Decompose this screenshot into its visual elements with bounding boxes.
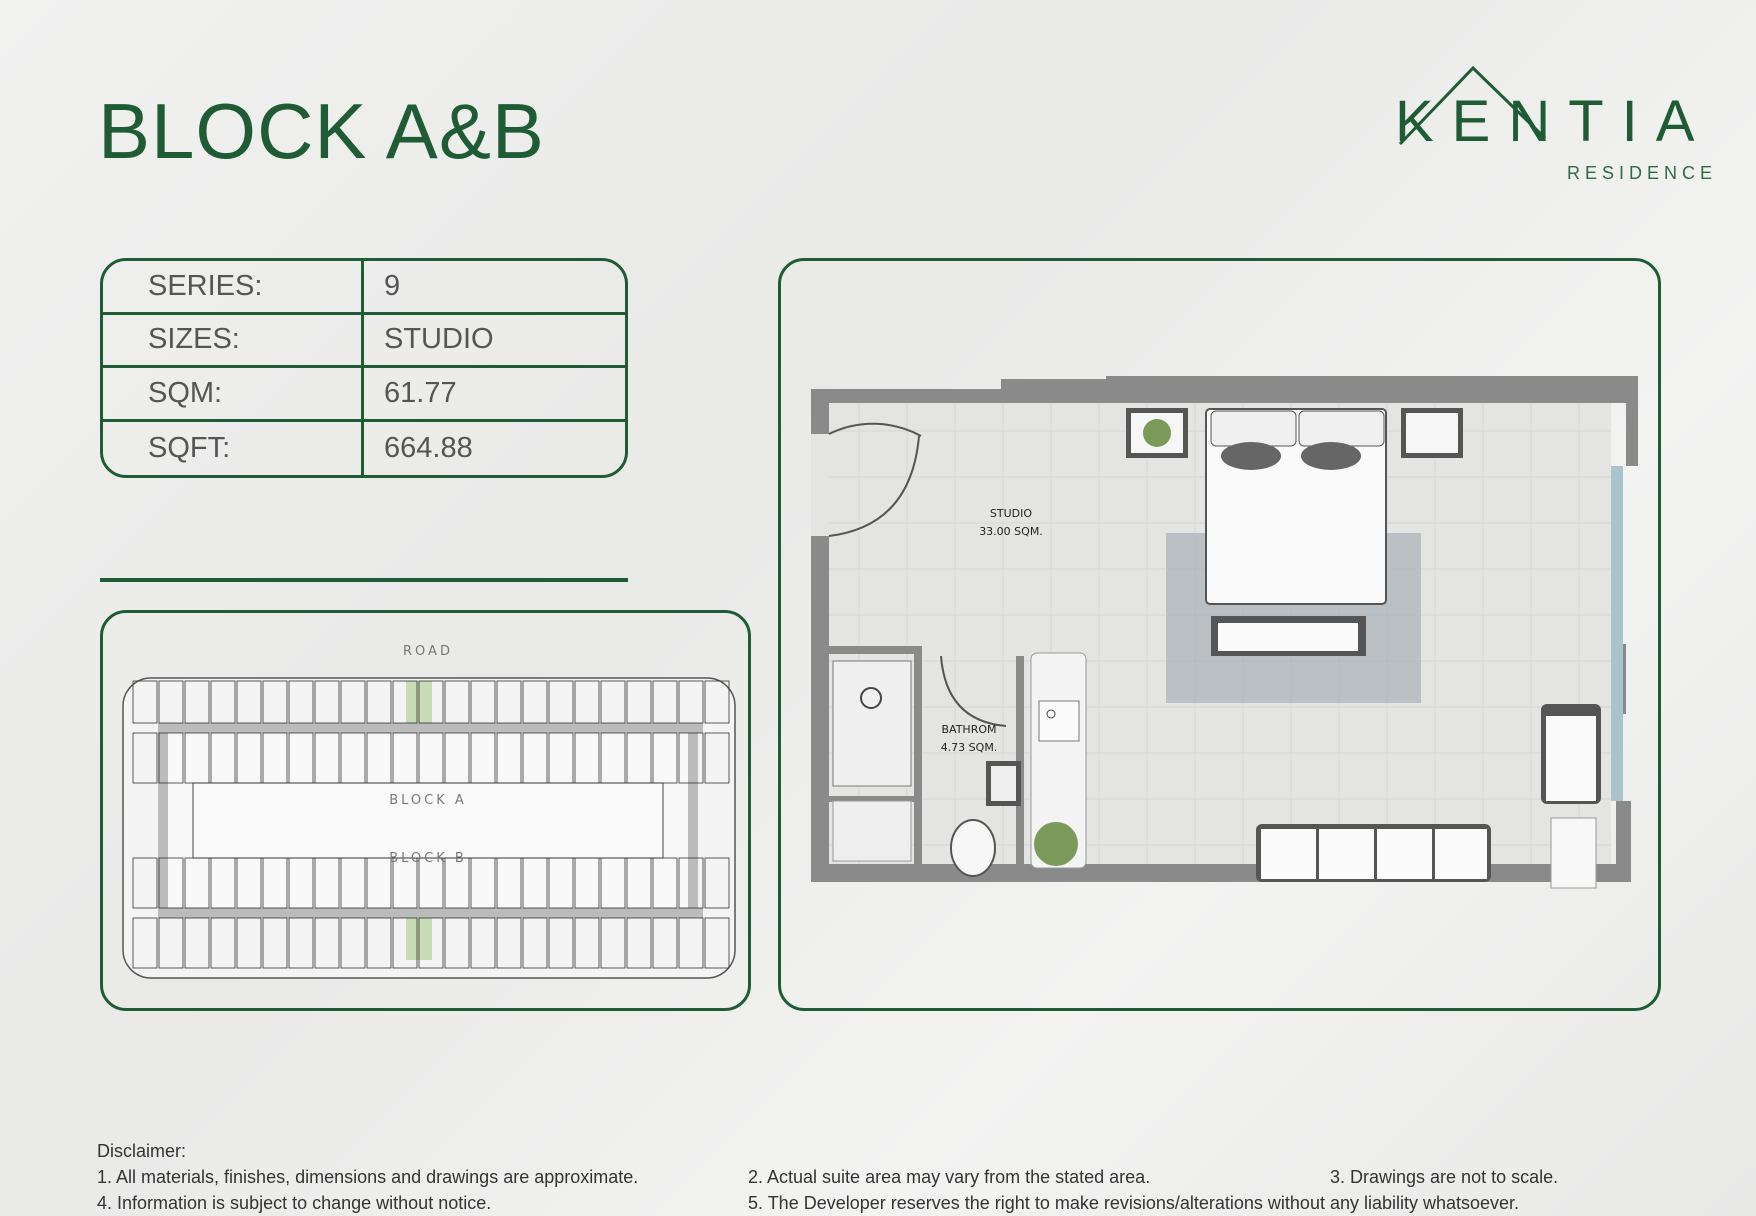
spec-value: 664.88 (384, 431, 473, 464)
divider (100, 578, 628, 582)
spec-row-series: SERIES: 9 (103, 261, 625, 315)
disclaimer-item: 3. Drawings are not to scale. (1330, 1167, 1559, 1187)
disclaimer-item: 2. Actual suite area may vary from the s… (748, 1167, 1151, 1187)
bathroom-area: 4.73 SQM. (941, 741, 998, 754)
road-label: ROAD (403, 644, 453, 659)
spec-value: STUDIO (384, 323, 494, 356)
logo-name: KENTIA (1395, 89, 1713, 154)
kentia-logo: KENTIA RESIDENCE (1395, 66, 1725, 191)
page-title: BLOCK A&B (98, 87, 545, 175)
block-a-label: BLOCK A (389, 793, 467, 808)
logo-subtitle: RESIDENCE (1566, 163, 1717, 183)
spec-row-sqft: SQFT: 664.88 (103, 421, 625, 475)
studio-label: STUDIO (990, 507, 1032, 520)
bathroom-label: BATHROM (942, 723, 997, 736)
spec-label: SIZES: (103, 314, 364, 365)
spec-row-sqm: SQM: 61.77 (103, 368, 625, 422)
studio-area: 33.00 SQM. (979, 525, 1043, 538)
spec-label: SERIES: (103, 261, 364, 312)
disclaimer-item: 4. Information is subject to change with… (97, 1193, 492, 1213)
spec-label: SQM: (103, 368, 364, 419)
spec-value: 9 (384, 269, 401, 302)
block-b-label: BLOCK B (389, 851, 467, 866)
spec-value: 61.77 (384, 376, 457, 409)
specs-table: SERIES: 9 SIZES: STUDIO SQM: 61.77 SQFT: 664… (100, 258, 628, 478)
disclaimer-heading: Disclaimer: (97, 1141, 187, 1161)
spec-row-sizes: SIZES: STUDIO (103, 314, 625, 368)
site-plan: ROAD BLOCK A BLOCK B (100, 610, 751, 1011)
roof-icon (1398, 66, 1547, 146)
spec-label: SQFT: (103, 421, 364, 475)
disclaimer-item: 1. All materials, finishes, dimensions a… (97, 1167, 639, 1187)
floor-plan: STUDIO 33.00 SQM. BATHROM 4.73 SQM. (778, 258, 1661, 1011)
disclaimer-item: 5. The Developer reserves the right to m… (748, 1193, 1520, 1213)
